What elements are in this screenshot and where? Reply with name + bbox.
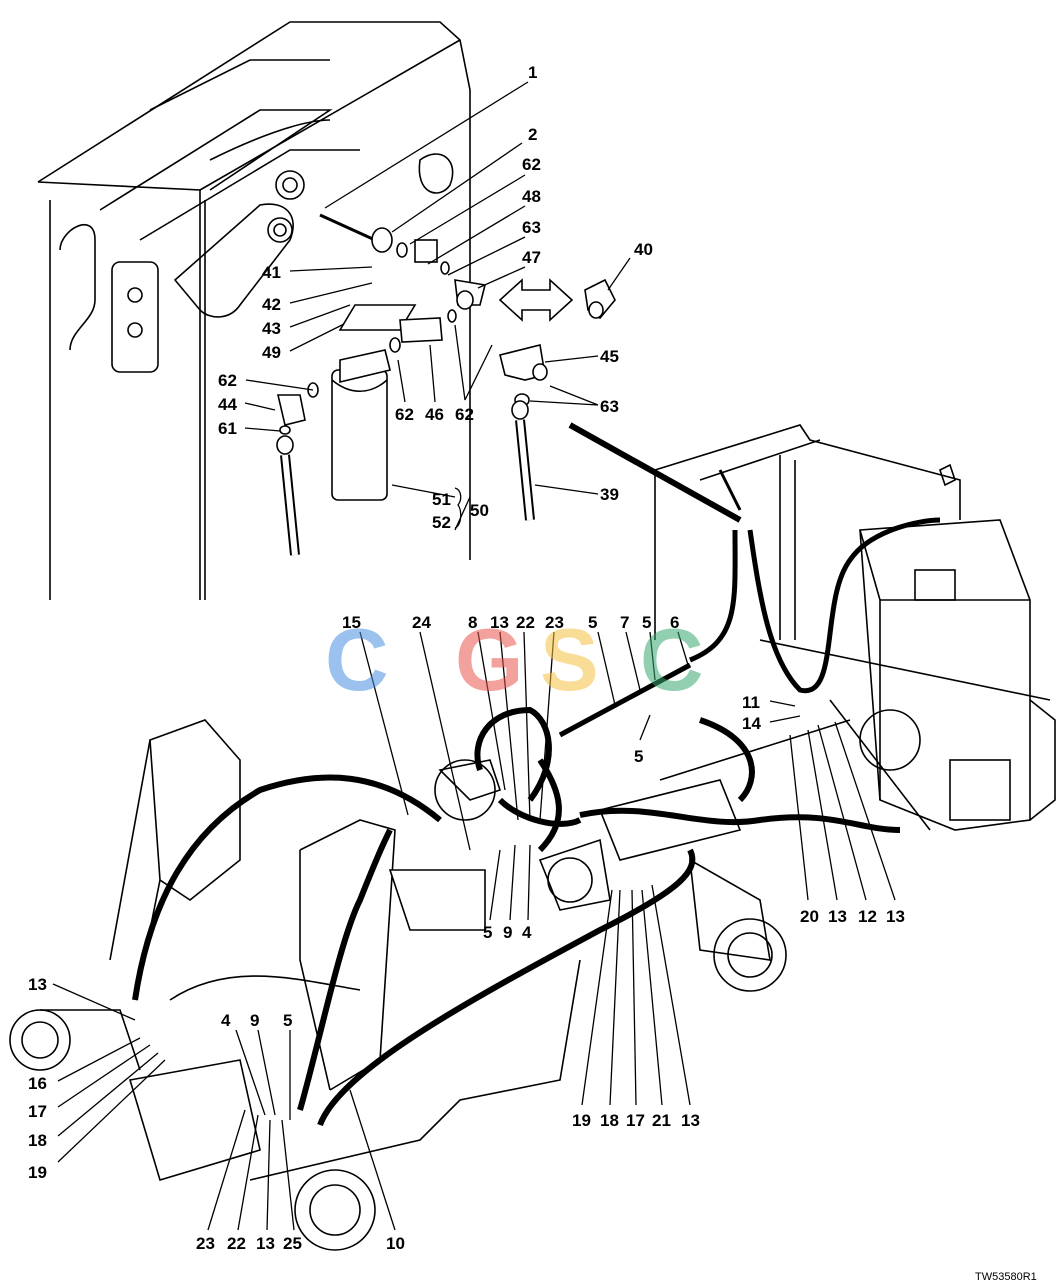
watermark-letter: S (540, 610, 599, 709)
callout-label: 5 (634, 747, 643, 766)
callout-label: 25 (283, 1234, 302, 1253)
callout-label: 51 (432, 490, 451, 509)
leader-lines (52, 81, 896, 1231)
callout-label: 6 (670, 613, 679, 632)
callout-label: 21 (652, 1111, 671, 1130)
callout-label: 11 (742, 693, 760, 712)
callout-label: 45 (600, 347, 619, 366)
callout-label: 24 (412, 613, 431, 632)
callout-label: 7 (620, 613, 629, 632)
callout-label: 63 (600, 397, 619, 416)
callout-label: 18 (600, 1111, 619, 1130)
callout-label: 13 (490, 613, 509, 632)
callout-label: 18 (28, 1131, 47, 1150)
callout-label: 12 (858, 907, 877, 926)
callout-label: 13 (828, 907, 847, 926)
callout-labels: 1 2 62 48 63 47 40 41 42 43 49 45 62 44 … (28, 63, 905, 1253)
callout-label: 62 (455, 405, 474, 424)
callout-label: 39 (600, 485, 619, 504)
callout-label: 13 (28, 975, 47, 994)
lower-frame (9, 719, 851, 1251)
callout-label: 13 (681, 1111, 700, 1130)
callout-label: 9 (503, 923, 512, 942)
callout-label: 5 (483, 923, 492, 942)
watermark: C G S C (325, 610, 704, 709)
callout-label: 15 (342, 613, 361, 632)
callout-label: 2 (528, 125, 537, 144)
right-frame (654, 424, 1056, 831)
callout-label: 1 (528, 63, 537, 82)
callout-label: 62 (218, 371, 237, 390)
callout-label: 50 (470, 501, 489, 520)
callout-label: 46 (425, 405, 444, 424)
lower-hoses (132, 706, 901, 1127)
callout-label: 4 (522, 923, 532, 942)
callout-label: 5 (283, 1011, 292, 1030)
callout-label: 22 (227, 1234, 246, 1253)
callout-label: 8 (468, 613, 477, 632)
callout-label: 17 (28, 1102, 47, 1121)
callout-label: 62 (522, 155, 541, 174)
callout-label: 61 (218, 419, 237, 438)
callout-label: 62 (395, 405, 414, 424)
callout-label: 10 (386, 1234, 405, 1253)
watermark-letter: C (325, 610, 389, 709)
callout-label: 14 (742, 714, 761, 733)
callout-label: 43 (262, 319, 281, 338)
callout-label: 40 (634, 240, 653, 259)
filter-assembly (276, 213, 616, 501)
callout-label: 13 (886, 907, 905, 926)
interchange-arrow (498, 278, 574, 322)
callout-label: 49 (262, 343, 281, 362)
callout-label: 63 (522, 218, 541, 237)
callout-label: 23 (196, 1234, 215, 1253)
frame-panel (37, 21, 471, 600)
callout-label: 19 (572, 1111, 591, 1130)
upper-hoses (280, 419, 535, 556)
callout-label: 17 (626, 1111, 645, 1130)
watermark-letter: C (640, 610, 704, 709)
callout-label: 19 (28, 1163, 47, 1182)
watermark-letter: G (455, 610, 523, 709)
callout-label: 47 (522, 248, 541, 267)
callout-label: 52 (432, 513, 451, 532)
callout-label: 42 (262, 295, 281, 314)
callout-label: 4 (221, 1011, 231, 1030)
right-hoses (558, 422, 941, 738)
callout-label: 23 (545, 613, 564, 632)
callout-label: 44 (218, 395, 237, 414)
callout-label: 22 (516, 613, 535, 632)
drawing-number: TW53580R1 (975, 1271, 1037, 1283)
callout-label: 20 (800, 907, 819, 926)
callout-label: 5 (642, 613, 651, 632)
group-brace (454, 487, 462, 529)
callout-label: 5 (588, 613, 597, 632)
callout-label: 9 (250, 1011, 259, 1030)
callout-label: 16 (28, 1074, 47, 1093)
callout-label: 13 (256, 1234, 275, 1253)
callout-label: 41 (262, 263, 281, 282)
callout-label: 48 (522, 187, 541, 206)
